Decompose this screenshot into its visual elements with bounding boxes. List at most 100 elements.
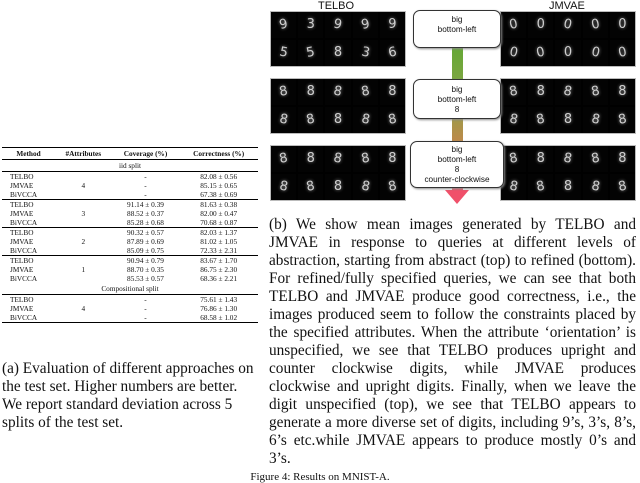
cell-correctness: 70.68 ± 0.87	[200, 218, 238, 227]
cell-correctness: 81.02 ± 1.05	[200, 237, 238, 246]
digit-glyph: 8	[388, 151, 397, 167]
digit-glyph: 8	[507, 83, 520, 100]
digit-glyph: 8	[333, 45, 343, 61]
table-row: TELBO-82.08 ± 0.56	[2, 172, 258, 182]
mean-image-cell: 8	[298, 146, 324, 172]
digit-glyph: 8	[277, 111, 290, 128]
cell-attributes: 1	[81, 265, 86, 274]
digit-glyph: 8	[306, 84, 315, 100]
mean-image-cell: 8	[555, 79, 581, 105]
query-3-line: 8	[454, 165, 460, 174]
mean-image-cell: 8	[555, 174, 581, 200]
query-2-line: 8	[454, 105, 460, 114]
digit-glyph: 8	[535, 178, 547, 195]
mean-image-cell: 8	[501, 79, 527, 105]
digit-glyph: 8	[507, 178, 520, 195]
mean-image-cell: 9	[325, 12, 351, 38]
mean-image-cell: 9	[352, 12, 378, 38]
digit-glyph: 0	[507, 16, 520, 33]
mean-image-cell: 8	[582, 107, 608, 133]
digit-glyph: 8	[589, 178, 601, 195]
digit-glyph: 8	[305, 178, 317, 195]
digit-glyph: 8	[616, 111, 629, 128]
cell-correctness: 82.03 ± 1.37	[179, 227, 258, 237]
mean-image-cell: 5	[298, 40, 324, 66]
cell-coverage: 88.52 ± 0.37	[127, 209, 164, 218]
results-table: Method #Attributes Coverage (%) Correctn…	[2, 147, 258, 323]
digit-glyph: 8	[563, 112, 573, 128]
digit-glyph: 8	[306, 151, 315, 167]
cell-correctness: 75.61 ± 1.43	[200, 295, 238, 304]
digit-glyph: 0	[589, 16, 601, 33]
mean-image-cell: 8	[582, 174, 608, 200]
cell-correctness: 86.75 ± 2.30	[200, 265, 238, 274]
digit-glyph: 8	[277, 83, 290, 100]
mean-image-cell: 0	[609, 12, 635, 38]
mean-image-cell: 8	[501, 174, 527, 200]
digit-glyph: 8	[386, 111, 399, 128]
digit-glyph: 0	[589, 44, 601, 61]
cell-attributes	[55, 274, 112, 283]
cell-attributes	[55, 313, 112, 323]
table-row: BiVCCA-67.38 ± 0.69	[2, 190, 258, 200]
table-row: BiVCCA-68.58 ± 1.02	[2, 313, 258, 323]
digit-glyph: 8	[589, 150, 601, 167]
mean-image-cell: 6	[379, 40, 405, 66]
cell-coverage: -	[144, 304, 147, 313]
digit-glyph: 8	[388, 84, 397, 100]
mean-image-cell: 0	[582, 40, 608, 66]
cell-coverage: 87.89 ± 0.69	[127, 237, 164, 246]
cell-method: BiVCCA	[10, 218, 38, 227]
cell-method: JMVAE	[10, 181, 34, 190]
mean-image-cell: 8	[609, 174, 635, 200]
query-1-line: big	[451, 15, 463, 24]
query-3-line: big	[451, 145, 463, 154]
cell-coverage: -	[144, 190, 147, 199]
query-box-1: big bottom-left	[413, 10, 501, 48]
cell-method: BiVCCA	[2, 313, 55, 323]
cell-attributes: 3	[81, 209, 86, 218]
mean-image-cell: 8	[325, 174, 351, 200]
digit-glyph: 3	[359, 44, 371, 61]
digit-glyph: 8	[359, 83, 371, 100]
cell-attributes	[55, 190, 112, 200]
cell-correctness: 67.38 ± 0.69	[200, 190, 238, 199]
mean-image-cell: 8	[379, 107, 405, 133]
cell-attributes	[55, 172, 112, 182]
cell-coverage: 91.14 ± 0.39	[111, 199, 180, 209]
mean-image-cell: 0	[555, 40, 581, 66]
mean-image-cell: 8	[379, 146, 405, 172]
digit-glyph: 0	[507, 44, 520, 61]
cell-attributes: 2	[81, 237, 86, 246]
digit-glyph: 9	[359, 16, 371, 33]
cell-correctness: 83.67 ± 1.70	[179, 255, 258, 265]
mean-image-cell: 8	[582, 146, 608, 172]
digit-glyph: 0	[618, 17, 627, 33]
query-3-line: bottom-left	[437, 155, 477, 164]
digit-glyph: 8	[589, 83, 601, 100]
digit-glyph: 8	[332, 83, 344, 100]
digit-glyph: 3	[306, 17, 315, 33]
digit-glyph: 8	[507, 111, 520, 128]
mean-image-cell: 8	[609, 146, 635, 172]
cell-correctness: 72.33 ± 2.31	[200, 246, 238, 255]
digit-glyph: 8	[305, 111, 317, 128]
mean-image-cell: 8	[528, 174, 554, 200]
cell-coverage: 85.09 ± 0.75	[127, 246, 164, 255]
cell-method: TELBO	[2, 227, 55, 237]
cell-coverage: -	[144, 172, 147, 181]
figure-caption: Figure 4: Results on MNIST-A.	[250, 471, 390, 483]
mean-image-cell: 8	[298, 174, 324, 200]
digit-glyph: 9	[277, 16, 290, 33]
mean-image-cell: 8	[271, 174, 297, 200]
cell-method: TELBO	[2, 199, 55, 209]
